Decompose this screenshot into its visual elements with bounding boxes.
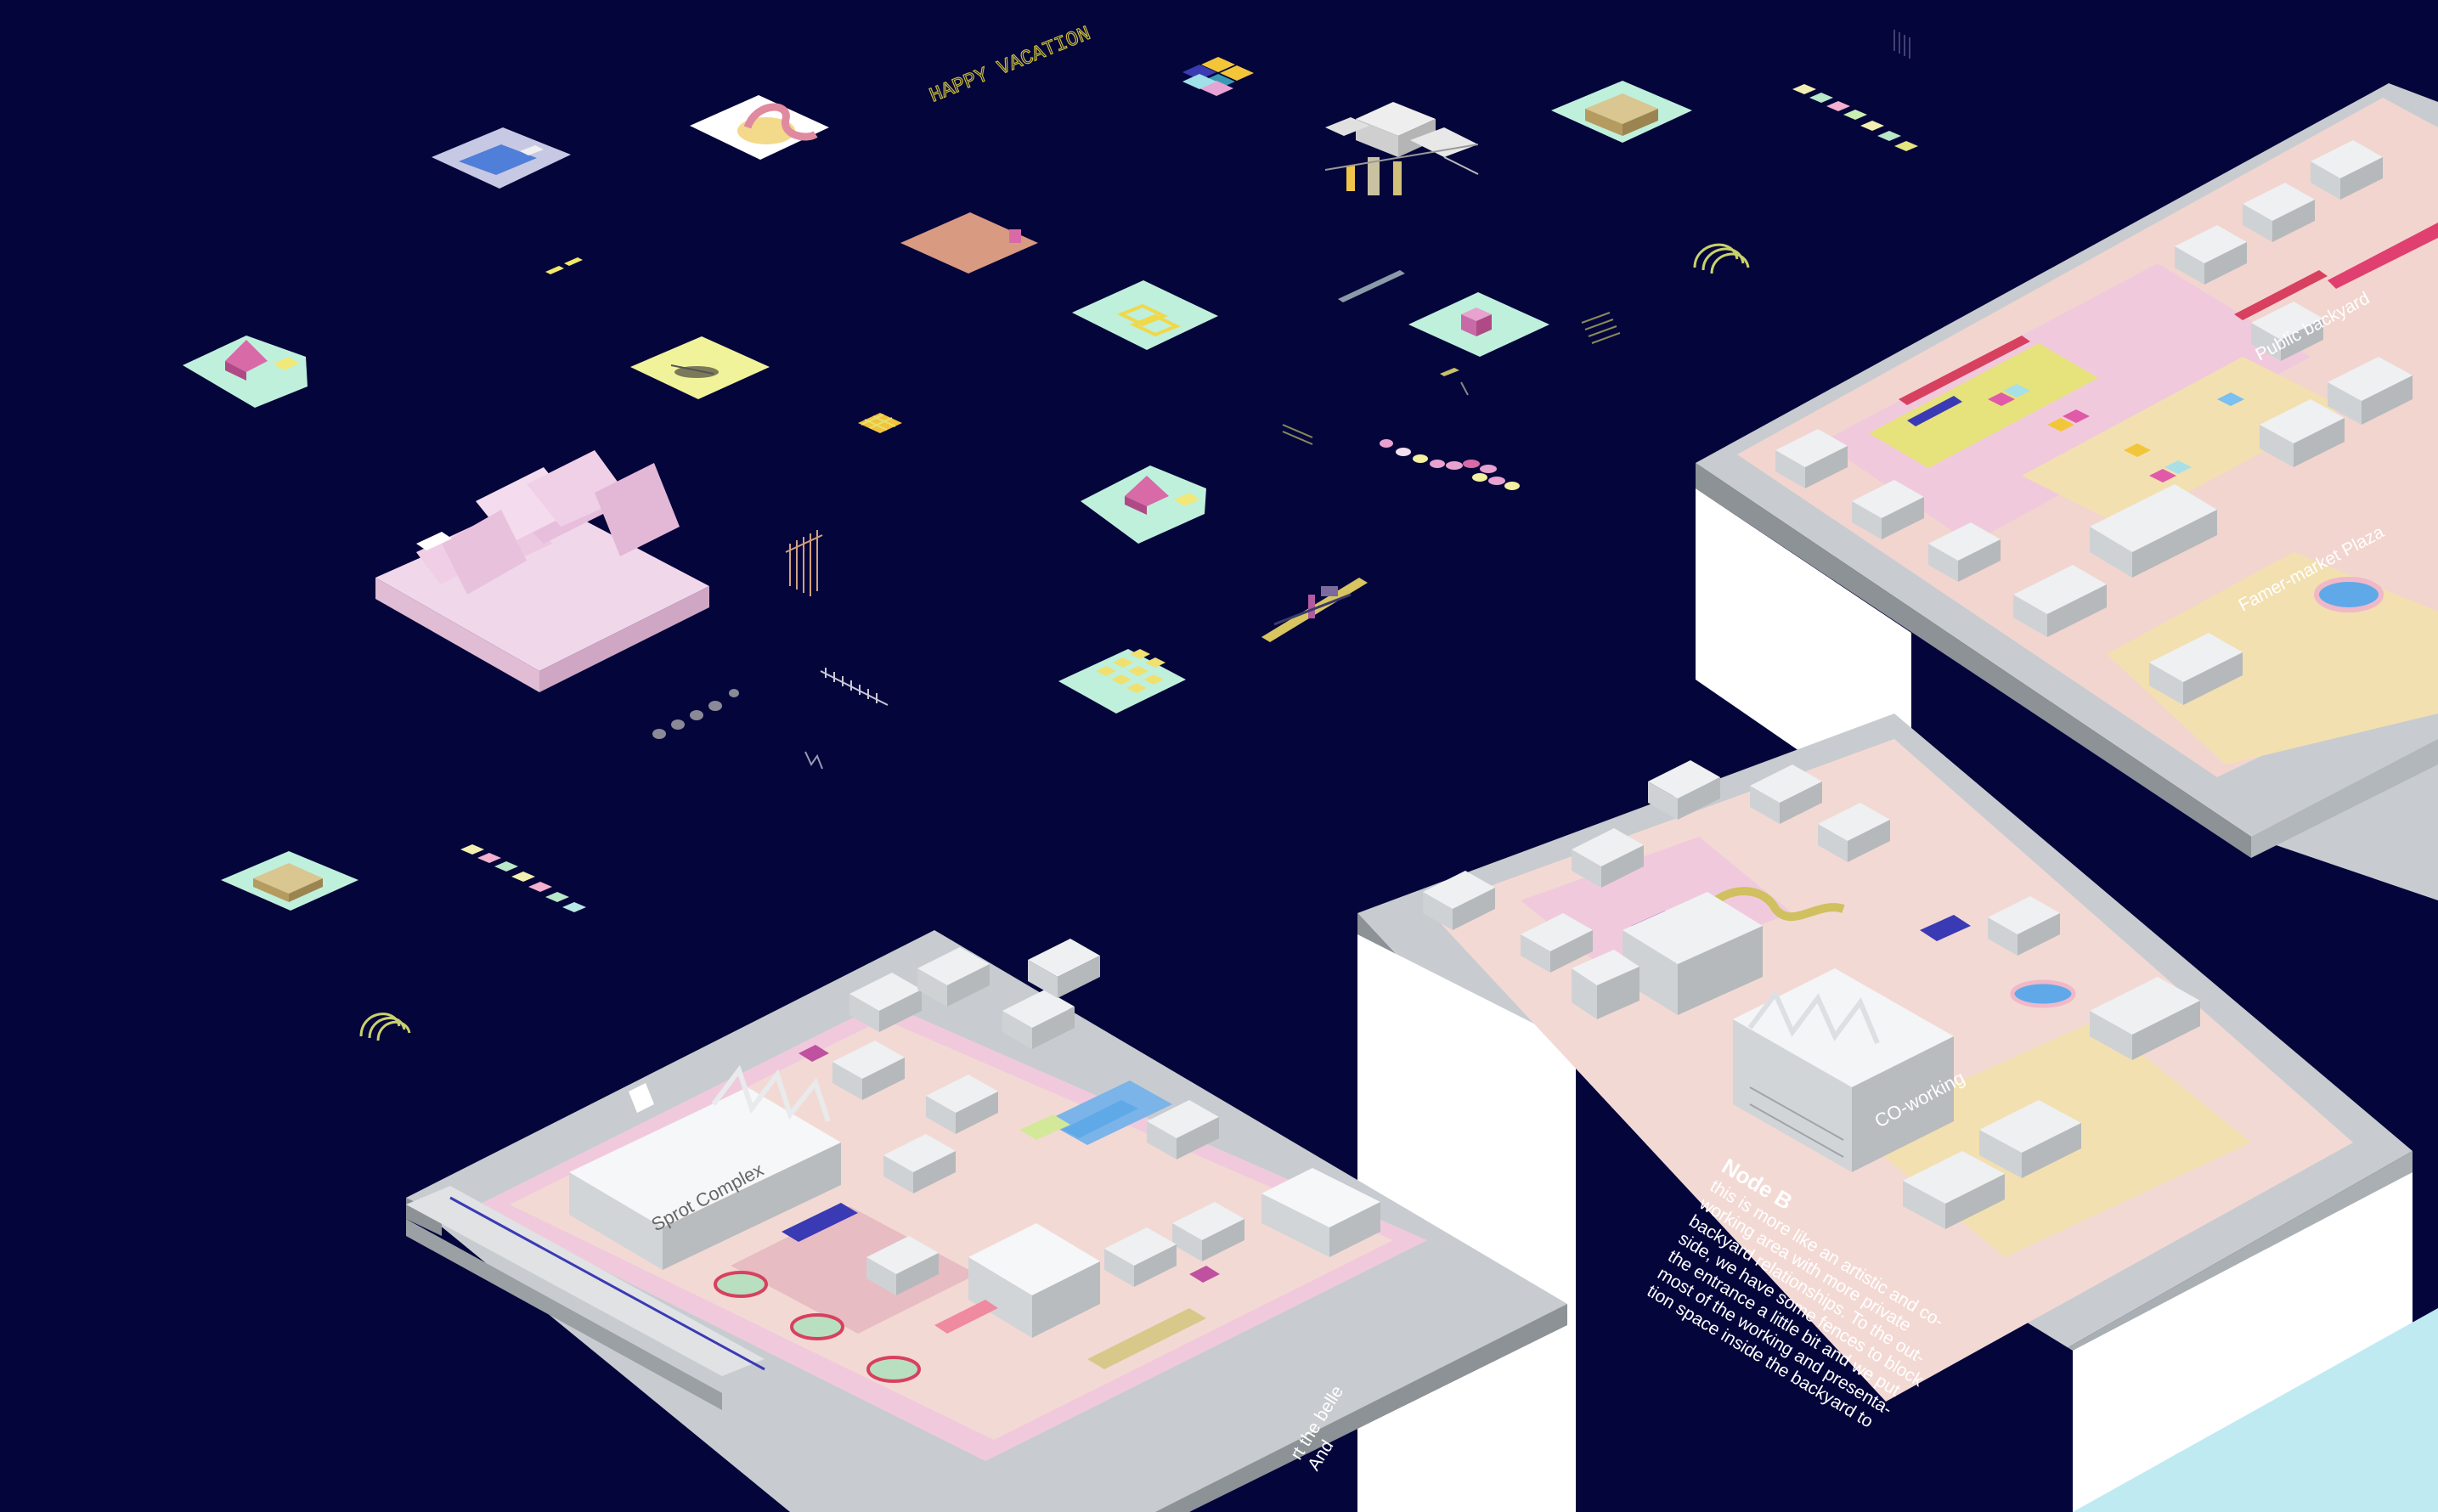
maze-tile xyxy=(1072,280,1218,350)
fence-vertical xyxy=(785,530,823,596)
pavilion-tile xyxy=(1551,81,1692,143)
happy-vacation-text: HAPPY VACATION xyxy=(927,23,1094,109)
colored-cubes xyxy=(1182,57,1254,96)
node-c-kiosks xyxy=(1988,384,2244,482)
pink-cube-tile xyxy=(1408,292,1549,357)
node-a-slab: Sprot Complex xyxy=(406,930,1567,1512)
node-a-accents xyxy=(799,1045,1220,1369)
sport-complex-building xyxy=(569,1064,841,1270)
arch-structure-right xyxy=(1693,243,1750,274)
pavilion-tile-left xyxy=(221,851,358,911)
small-bench xyxy=(1440,368,1469,396)
small-dots xyxy=(545,257,583,274)
hatch-marks xyxy=(1893,30,1910,59)
stone-row xyxy=(652,689,739,739)
planter-grid-tile xyxy=(1058,649,1186,714)
node-b-houses xyxy=(1423,760,2200,1229)
pink-industrial-building xyxy=(375,450,709,692)
sport-courts xyxy=(714,1271,921,1383)
fence-horizontal xyxy=(820,668,889,706)
boardwalk xyxy=(406,1186,765,1410)
arch-structure-left xyxy=(359,1013,411,1041)
yellow-grid-tile xyxy=(858,413,902,433)
pool-tile xyxy=(432,127,571,189)
pink-pebbles xyxy=(1380,439,1520,490)
node-a-houses xyxy=(832,939,1380,1338)
stepping-cubes-left xyxy=(460,844,586,912)
stepping-cubes-top xyxy=(1792,84,1918,151)
boat-tile xyxy=(630,336,770,399)
pyramid-tile-middle xyxy=(1081,465,1206,544)
dash-marks-right xyxy=(1581,312,1621,344)
small-bracket xyxy=(804,751,823,770)
node-c-houses xyxy=(1775,140,2413,705)
co-working-building xyxy=(1733,968,1954,1172)
slide-tile xyxy=(690,95,829,160)
treehouse-structure xyxy=(1324,102,1479,195)
node-c-slab: Public backyard Famer-market Plaza xyxy=(1696,83,2438,900)
node-d-corner xyxy=(2073,1308,2438,1512)
element-library: HAPPY VACATION xyxy=(183,22,1918,1041)
sandbox-tile xyxy=(900,212,1038,274)
happy-vacation-sign: HAPPY VACATION xyxy=(926,22,1094,109)
bench-bar xyxy=(1338,270,1405,302)
playground-piece xyxy=(1261,578,1368,642)
dash-marks-middle xyxy=(1282,424,1313,445)
pyramid-tile-left xyxy=(183,336,308,408)
